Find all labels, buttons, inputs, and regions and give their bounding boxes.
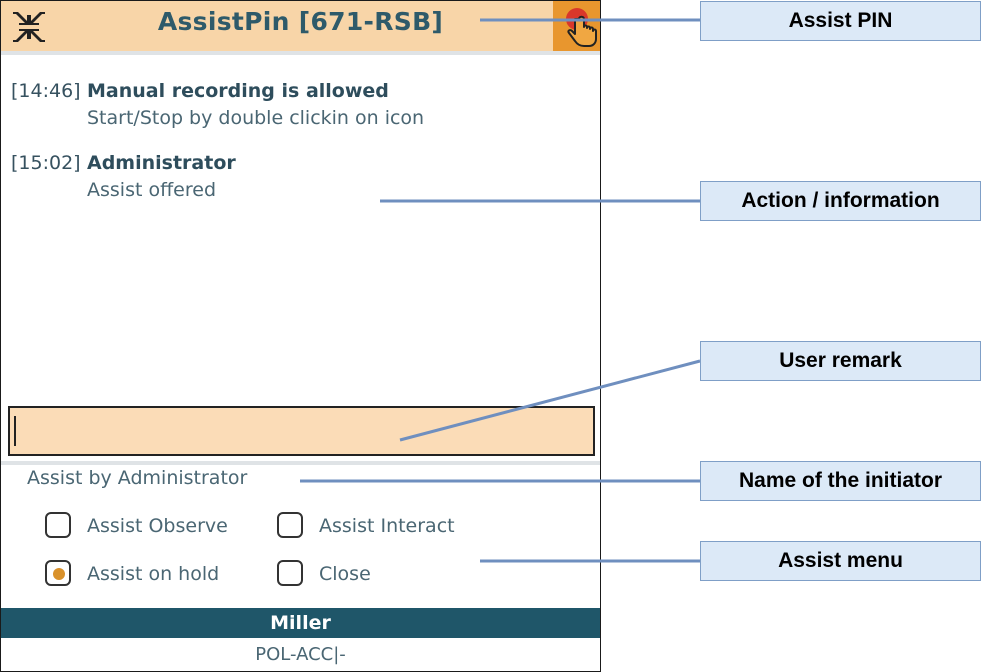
assist-on-hold-label: Assist on hold [87, 563, 220, 585]
message-title: Administrator [87, 152, 236, 174]
callout-action-information: Action / information [700, 181, 981, 221]
assist-observe-label: Assist Observe [87, 515, 228, 537]
message-item: [15:02] Administrator Assist offered [11, 150, 236, 204]
user-code: POL-ACC|- [255, 644, 346, 665]
collapse-arrows-icon[interactable] [11, 10, 47, 44]
divider [1, 461, 600, 465]
assist-on-hold-checkbox[interactable] [45, 560, 71, 586]
panel-header: AssistPin [671-RSB] [1, 1, 600, 55]
text-caret [14, 416, 16, 446]
assist-interact-label: Assist Interact [319, 515, 455, 537]
assist-panel: AssistPin [671-RSB] [14:46] Manual record… [0, 0, 601, 672]
assist-interact-checkbox[interactable] [277, 512, 303, 538]
message-detail: Assist offered [87, 179, 217, 201]
message-title: Manual recording is allowed [87, 80, 389, 102]
close-label: Close [319, 563, 371, 585]
message-time: [15:02] [11, 152, 81, 174]
callout-assist-pin: Assist PIN [700, 1, 981, 41]
message-time: [14:46] [11, 80, 81, 102]
close-checkbox[interactable] [277, 560, 303, 586]
selected-dot [53, 568, 65, 580]
message-detail: Start/Stop by double clickin on icon [87, 107, 425, 129]
assist-observe-checkbox[interactable] [45, 512, 71, 538]
user-name-bar: Miller [1, 608, 600, 638]
assist-pin-title: AssistPin [671-RSB] [157, 7, 444, 36]
callout-user-remark: User remark [700, 341, 981, 381]
callout-initiator-name: Name of the initiator [700, 461, 981, 501]
callout-assist-menu: Assist menu [700, 541, 981, 581]
leader-line-remark [399, 359, 701, 442]
message-item: [14:46] Manual recording is allowed Start… [11, 78, 424, 132]
initiator-label: Assist by Administrator [27, 467, 248, 489]
